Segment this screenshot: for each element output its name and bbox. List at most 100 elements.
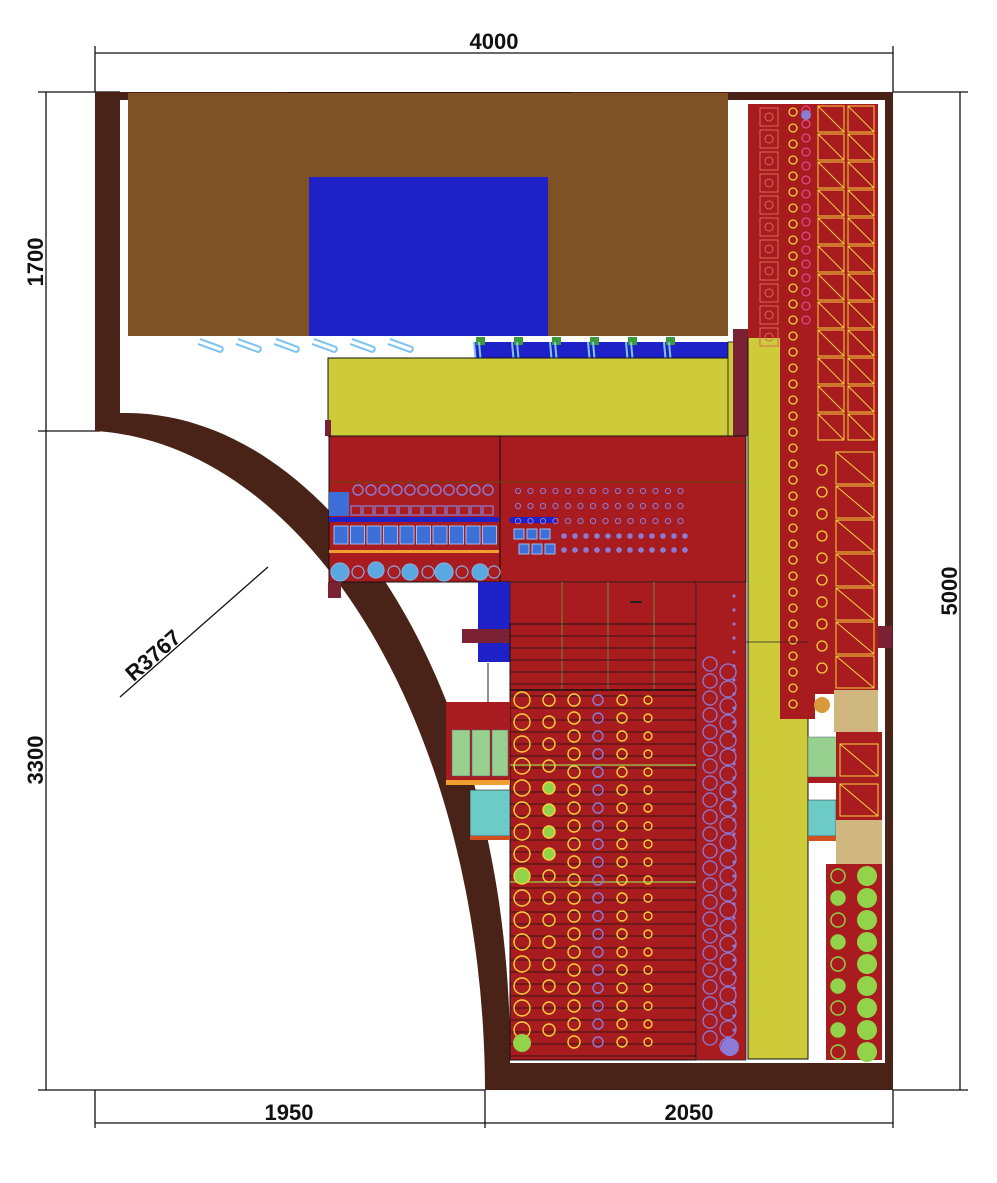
round-jar-icon bbox=[702, 1013, 718, 1029]
round-jar-icon bbox=[788, 523, 798, 533]
tag-box bbox=[362, 505, 374, 516]
round-jar-icon bbox=[616, 928, 628, 940]
display-crate-icon bbox=[817, 273, 845, 301]
round-jar-icon bbox=[788, 395, 798, 405]
round-jar-icon bbox=[430, 484, 442, 496]
crate-diagonal bbox=[847, 189, 875, 217]
display-crate-icon bbox=[847, 133, 875, 161]
round-jar-icon bbox=[592, 928, 604, 940]
dim-width-total: 4000 bbox=[470, 29, 519, 54]
tag-box bbox=[470, 505, 482, 516]
display-crate-icon bbox=[839, 783, 879, 817]
peg-dot bbox=[671, 533, 677, 539]
peg-dot bbox=[561, 547, 567, 553]
round-jar-icon bbox=[788, 411, 798, 421]
round-jar-icon bbox=[567, 963, 581, 977]
peg-dot bbox=[732, 650, 736, 654]
round-jar-icon bbox=[816, 640, 828, 652]
crate-diagonal bbox=[817, 133, 845, 161]
peg-dot bbox=[732, 804, 736, 808]
round-jar-icon bbox=[830, 1000, 846, 1016]
display-crate-icon bbox=[839, 743, 879, 777]
round-jar-icon bbox=[788, 315, 798, 325]
round-jar-icon bbox=[764, 310, 774, 320]
round-jar-icon bbox=[801, 315, 811, 325]
round-jar-icon bbox=[567, 837, 581, 851]
round-jar-icon bbox=[816, 486, 828, 498]
round-jar-icon bbox=[482, 484, 494, 496]
crate-diagonal bbox=[817, 413, 845, 441]
round-jar-icon bbox=[857, 976, 877, 996]
peg-dot bbox=[577, 517, 584, 525]
round-jar-icon bbox=[616, 1036, 628, 1048]
round-jar-icon bbox=[352, 484, 364, 496]
round-jar-icon bbox=[719, 952, 737, 970]
round-jar-icon bbox=[567, 765, 581, 779]
peg-dot bbox=[677, 487, 684, 495]
crate-diagonal bbox=[847, 161, 875, 189]
round-jar-icon bbox=[788, 507, 798, 517]
round-jar-icon bbox=[788, 619, 798, 629]
tag-box bbox=[422, 505, 434, 516]
peg-dot bbox=[732, 720, 736, 724]
peg-dot bbox=[527, 487, 534, 495]
round-jar-icon bbox=[592, 892, 604, 904]
display-crate-icon bbox=[366, 525, 382, 545]
round-jar-icon bbox=[719, 680, 737, 698]
wall-shelf-c bbox=[815, 104, 878, 694]
display-crate-icon bbox=[759, 173, 779, 193]
round-jar-icon bbox=[702, 996, 718, 1012]
peg-dot bbox=[732, 1028, 736, 1032]
round-jar-icon bbox=[719, 748, 737, 766]
peg-dot bbox=[732, 944, 736, 948]
peg-dot bbox=[664, 502, 672, 510]
peg-dot bbox=[682, 533, 688, 539]
round-jar-icon bbox=[616, 820, 628, 832]
peg-dot bbox=[732, 622, 736, 626]
display-unit-right bbox=[499, 435, 747, 583]
round-jar-icon bbox=[719, 714, 737, 732]
round-jar-icon bbox=[567, 873, 581, 887]
round-jar-icon bbox=[417, 484, 429, 496]
round-jar-icon bbox=[788, 667, 798, 677]
round-jar-icon bbox=[764, 112, 774, 122]
round-jar-icon bbox=[801, 161, 811, 171]
round-jar-icon bbox=[542, 737, 556, 751]
display-crate-icon bbox=[817, 301, 845, 329]
peg-dot bbox=[664, 487, 672, 495]
crate-diagonal bbox=[835, 587, 875, 621]
round-jar-icon bbox=[764, 134, 774, 144]
round-jar-icon bbox=[643, 767, 653, 777]
round-jar-icon bbox=[830, 890, 846, 906]
crate-diagonal bbox=[817, 105, 845, 133]
display-crate-icon bbox=[759, 195, 779, 215]
round-jar-icon bbox=[513, 757, 531, 775]
display-crate-icon bbox=[817, 385, 845, 413]
round-jar-icon bbox=[643, 695, 653, 705]
crate-diagonal bbox=[817, 329, 845, 357]
display-crate-icon bbox=[759, 217, 779, 237]
round-jar-icon bbox=[643, 821, 653, 831]
round-jar-icon bbox=[592, 1000, 604, 1012]
round-jar-icon bbox=[788, 123, 798, 133]
round-jar-icon bbox=[719, 782, 737, 800]
round-jar-icon bbox=[592, 1018, 604, 1030]
round-jar-icon bbox=[592, 730, 604, 742]
round-jar-icon bbox=[857, 1020, 877, 1040]
round-jar-icon bbox=[592, 694, 604, 706]
peg-dot bbox=[671, 547, 677, 553]
crate-diagonal bbox=[847, 105, 875, 133]
wall-shelf-a bbox=[748, 104, 780, 338]
round-jar-icon bbox=[513, 867, 531, 885]
peg-dot bbox=[732, 916, 736, 920]
round-jar-icon bbox=[719, 833, 737, 851]
round-jar-icon bbox=[513, 911, 531, 929]
round-jar-icon bbox=[719, 697, 737, 715]
round-jar-icon bbox=[801, 189, 811, 199]
round-jar-icon bbox=[567, 909, 581, 923]
round-jar-icon bbox=[788, 459, 798, 469]
round-jar-icon bbox=[542, 979, 556, 993]
round-jar-icon bbox=[788, 155, 798, 165]
round-jar-icon bbox=[788, 235, 798, 245]
peg-dot bbox=[602, 502, 609, 510]
